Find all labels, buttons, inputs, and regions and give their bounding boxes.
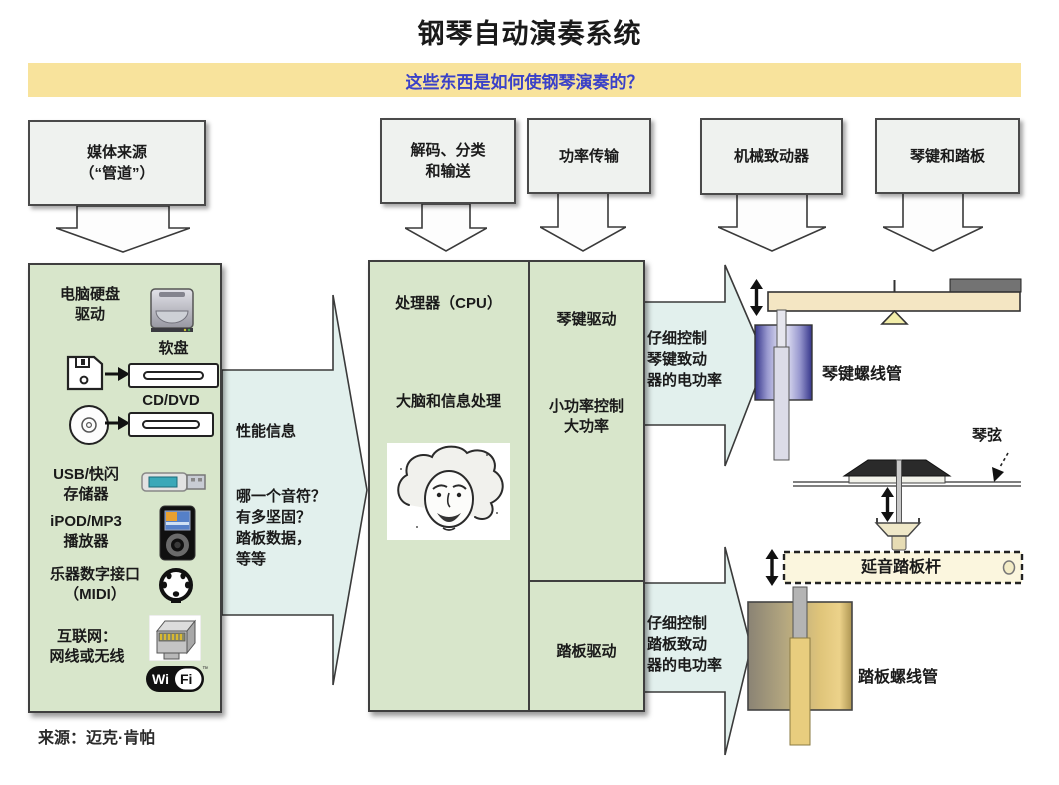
performance-info-questions: 哪一个音符？ 有多坚固？ 踏板数据， 等等: [236, 488, 327, 568]
up-down-arrow-icon: [881, 487, 894, 522]
stage-box-media-source: 媒体来源 （“管道”）: [28, 120, 206, 206]
stage-label: 琴键和踏板: [909, 147, 985, 165]
pedal-power-arrow: [643, 546, 752, 756]
ethernet-icon: [149, 615, 201, 661]
drive-slot-opening: [142, 420, 200, 429]
pedal-drive-label: 踏板驱动: [556, 643, 617, 660]
arrow-right-icon: [105, 367, 130, 381]
cd-icon: [69, 405, 109, 445]
stage-box-decode: 解码、分类 和输送: [380, 118, 516, 204]
cd-dvd-label: CD/DVD: [142, 392, 200, 409]
stage-label: 功率传输: [558, 147, 619, 165]
wifi-logo-tm: ™: [202, 666, 208, 673]
key-drive-label: 琴键驱动: [556, 311, 617, 328]
floppy-disk-icon: [66, 355, 104, 391]
wifi-icon: Wi Fi ™: [146, 666, 208, 692]
ipod-icon: [159, 505, 196, 561]
hard-drive-icon: [150, 288, 194, 332]
sustain-rod-label: 延音踏板杆: [860, 559, 941, 576]
pedal-power-text: 仔细控制 踏板致动 器的电功率: [647, 615, 723, 674]
pedal-solenoid-label: 踏板螺线管: [858, 669, 939, 686]
stage-label: 和输送: [425, 163, 471, 180]
down-arrow-icon: [540, 193, 626, 252]
diagram-title: 钢琴自动演奏系统: [417, 19, 642, 49]
brain-label: 大脑和信息处理: [395, 393, 501, 410]
source-credit: 来源：迈克·肯帕: [38, 730, 156, 747]
sustain-pedal-rod: [782, 550, 1024, 585]
floppy-label: 软盘: [158, 340, 189, 357]
down-arrow-icon: [718, 194, 826, 252]
wifi-logo-wi: Wi: [152, 671, 169, 687]
usb-stick-icon: [141, 472, 206, 492]
damper: [842, 459, 952, 526]
pedal-solenoid: [747, 586, 853, 746]
einstein-sketch: [387, 443, 510, 540]
stage-label: 媒体来源: [86, 144, 147, 161]
drive-slot-opening: [143, 371, 204, 380]
down-arrow-icon: [405, 204, 487, 252]
internet-label: 互联网： 网线或无线: [49, 628, 125, 665]
up-down-arrow-icon: [750, 279, 763, 316]
hard-drive-label: 电脑硬盘 驱动: [59, 286, 120, 323]
performance-info-heading: 性能信息: [236, 423, 297, 440]
subtitle-text: 这些东西是如何使钢琴演奏的？: [405, 72, 644, 92]
panel-divider-vertical: [528, 262, 530, 710]
key-solenoid: [754, 309, 813, 461]
down-arrow-icon: [56, 206, 190, 253]
piano-mechanism-diagram: [747, 278, 1024, 746]
cpu-label: 处理器（CPU）: [395, 295, 502, 312]
midi-label: 乐器数字接口 （MIDI）: [49, 566, 140, 603]
panel-divider-horizontal: [528, 580, 643, 582]
performance-info-arrow: [221, 294, 368, 686]
stage-label: 机械致动器: [733, 148, 809, 165]
up-down-arrow-icon: [765, 549, 779, 586]
wifi-logo-fi: Fi: [180, 671, 192, 687]
stage-label: （“管道”）: [79, 165, 155, 182]
stage-box-power: 功率传输: [527, 118, 651, 194]
floppy-drive-slot: [128, 363, 219, 388]
string-label: 琴弦: [972, 427, 1003, 444]
subtitle-banner: 这些东西是如何使钢琴演奏的？: [28, 63, 1021, 97]
stage-label: 解码、分类: [410, 142, 486, 159]
damper-lift-cup: [874, 518, 922, 551]
key-lever: [767, 278, 1022, 325]
usb-label: USB/快闪 存储器: [53, 466, 119, 503]
stage-box-actuator: 机械致动器: [700, 118, 843, 195]
arrow-right-icon: [105, 416, 130, 430]
ipod-label: iPOD/MP3 播放器: [50, 513, 122, 550]
media-sources-panel: 电脑硬盘 驱动 软盘 CD/DVD: [28, 263, 222, 713]
fulcrum-triangle: [880, 309, 909, 325]
string-pointer: [992, 452, 1009, 482]
key-power-arrow: [643, 264, 767, 467]
stage-box-keys-pedals: 琴键和踏板: [875, 118, 1020, 194]
down-arrow-icon: [883, 193, 983, 252]
cd-drive-slot: [128, 412, 214, 437]
key-solenoid-label: 琴键螺线管: [822, 366, 903, 383]
power-control-label: 小功率控制 大功率: [548, 398, 624, 435]
key-power-text: 仔细控制 琴键致动 器的电功率: [647, 330, 723, 389]
midi-connector-icon: [159, 568, 193, 603]
